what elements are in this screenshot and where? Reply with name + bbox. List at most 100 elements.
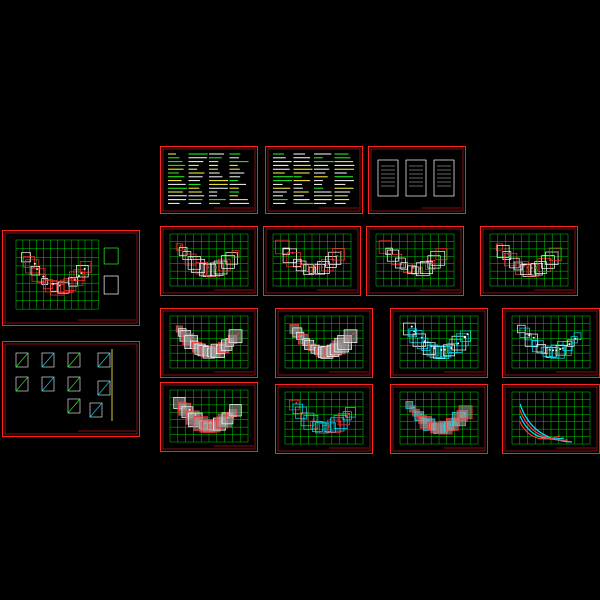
room-outline [524,333,532,341]
room-outline [30,266,41,276]
room-outline [300,412,309,421]
column-mark [518,263,521,266]
room-outline [41,278,49,285]
sheet-plan-a1[interactable] [160,226,258,296]
room-outline [319,423,330,434]
room-outline [545,251,559,265]
detail-brace [97,352,111,368]
sheets-layer [2,146,600,454]
column-mark [412,267,415,270]
sheet-plan-a2[interactable] [263,226,361,296]
column-mark [327,425,330,428]
room-outline [541,255,555,269]
column-mark [440,349,443,352]
room-outline [526,263,540,277]
sheet-plan-c2[interactable] [275,384,373,454]
room-outline [415,262,430,277]
sheet-notes-2[interactable] [265,146,363,214]
sheet-plan-b3[interactable] [390,308,488,378]
sheet-inner-border [504,386,598,452]
room-outline [289,399,300,411]
room-outline [282,248,297,263]
room-outline [520,264,531,276]
sheet-site-plan[interactable] [2,230,140,326]
room-outline [411,266,420,275]
room-outline [430,250,446,266]
column-mark [338,420,341,423]
column-mark [179,244,182,247]
sheet-plan-b1[interactable] [160,308,258,378]
room-outline [391,254,403,266]
detail-brace [67,376,81,392]
room-outline [210,262,224,276]
sheet-plan-a4[interactable] [480,226,578,296]
sheet-inner-border [277,310,371,376]
room-outline [292,403,303,415]
room-outline [229,404,242,417]
column-mark [237,332,240,335]
column-mark [207,266,210,269]
room-outline [228,329,243,344]
room-outline [385,247,393,255]
column-mark [528,334,531,337]
column-mark [552,349,555,352]
sheet-inner-border [392,386,486,452]
room-outline [73,269,85,281]
room-outline [386,249,399,262]
detail-box [67,376,81,392]
column-mark [532,336,535,339]
room-outline [333,415,348,429]
room-outline [68,277,78,287]
room-outline [495,243,503,251]
detail-box [67,398,81,414]
sheet-border [160,226,258,296]
sheet-details[interactable] [2,341,140,437]
detail-brace [15,376,29,392]
cover-panel [377,159,399,197]
sheet-inner-border [265,228,359,294]
detail-brace [15,352,29,368]
room-outline [23,256,35,268]
room-outline [395,257,406,269]
sheet-border [368,146,466,214]
sheet-inner-border [162,384,256,450]
column-mark [412,406,415,409]
sheet-plan-c3[interactable] [390,384,488,454]
room-outline [231,250,240,259]
room-outline [206,263,221,278]
column-mark [466,333,469,336]
curved-beam [519,421,561,440]
sheet-plan-b2[interactable] [275,308,373,378]
sheet-inner-border [504,310,598,376]
room-outline [549,347,560,358]
sheet-inner-border [162,148,256,212]
column-mark [222,263,225,266]
room-outline [293,258,302,268]
room-outline [312,266,320,274]
column-mark [183,248,186,251]
room-outline [573,332,582,341]
sheet-border [2,230,140,326]
column-mark [33,262,36,265]
room-outline [409,330,423,344]
sheet-plan-c1[interactable] [160,382,258,452]
detail-brace [89,402,103,418]
column-mark [420,413,423,416]
curved-beam [519,403,573,443]
room-outline [420,261,433,274]
room-outline [435,345,450,360]
room-outline [530,339,539,348]
sheet-notes-1[interactable] [160,146,258,214]
room-outline [537,258,552,272]
detail-brace [67,398,81,414]
sheet-cover-3[interactable] [368,146,466,214]
sheet-border [275,384,373,454]
legend-box [103,275,119,295]
sheet-plan-a3[interactable] [366,226,464,296]
column-mark [457,342,460,345]
room-outline [328,251,342,265]
column-mark [504,247,507,250]
sheet-border [160,382,258,452]
sheet-border [2,341,140,437]
